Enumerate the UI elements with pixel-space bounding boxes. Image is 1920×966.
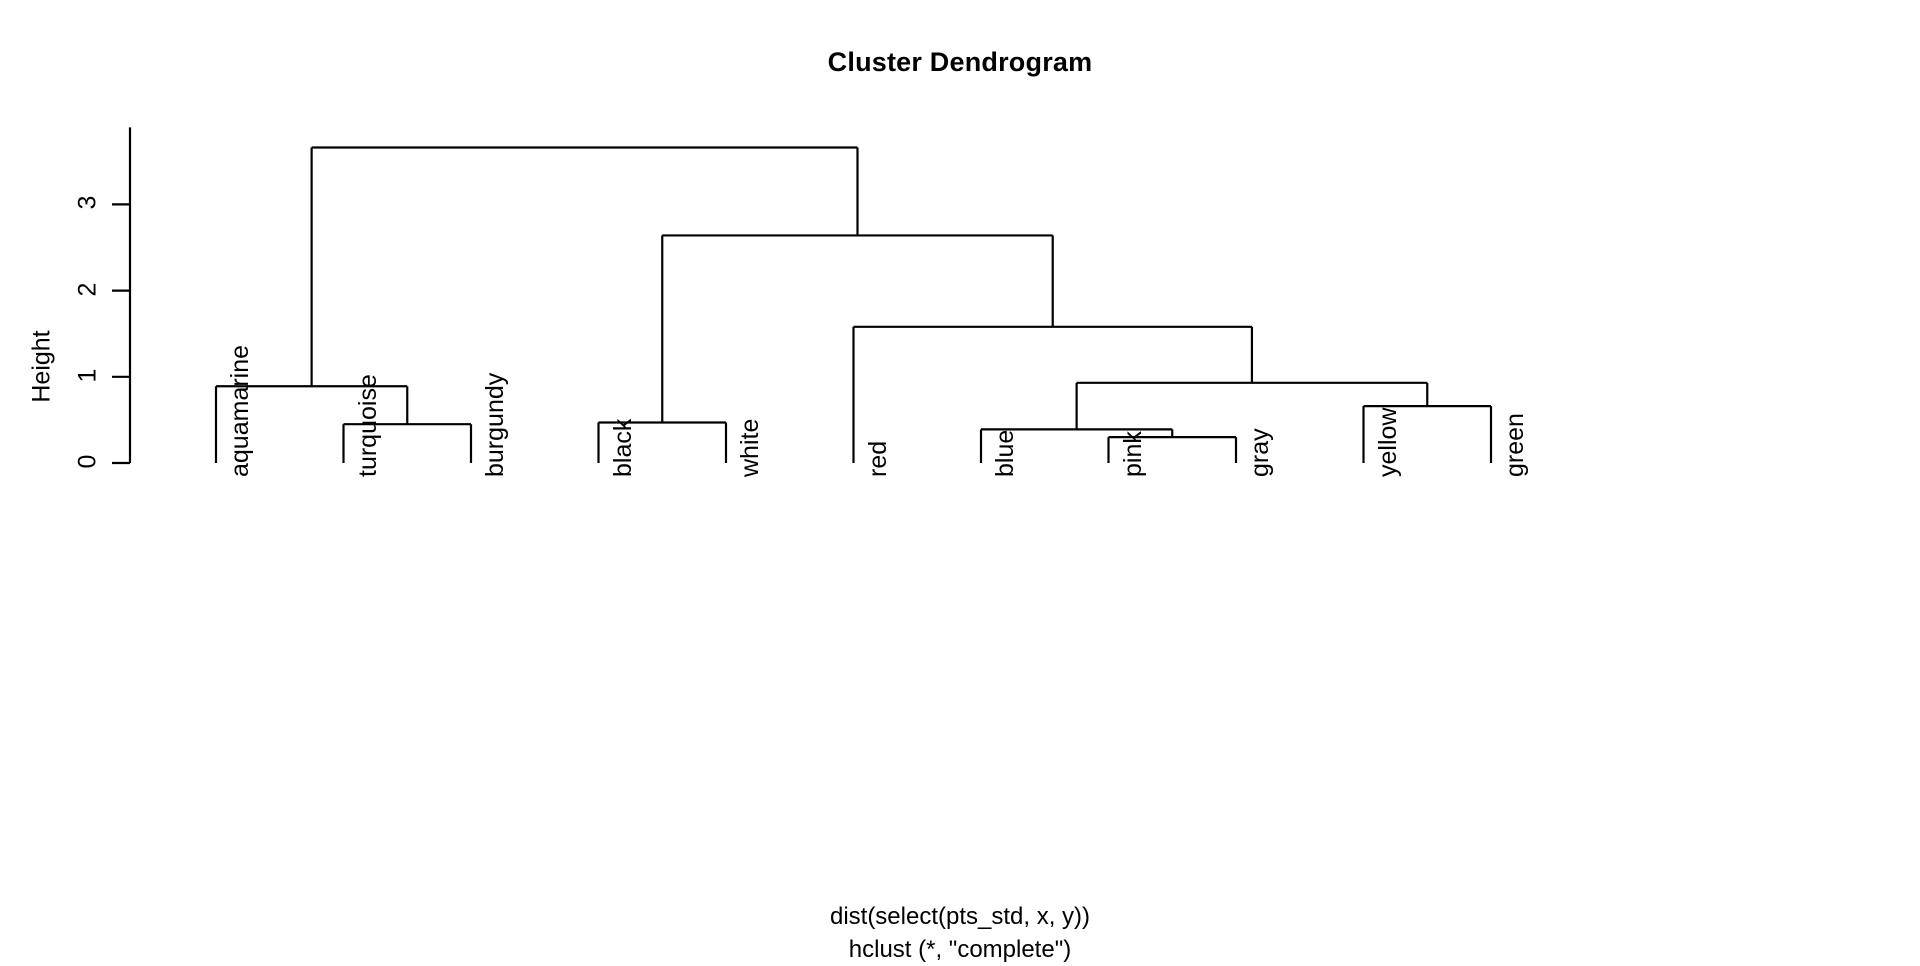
- leaf-label-blue: blue: [991, 429, 1019, 477]
- page-title: Cluster Dendrogram: [827, 47, 1093, 77]
- y-tick-label: 2: [73, 282, 102, 297]
- leaf-label-gray: gray: [1246, 428, 1274, 477]
- caption-line-2: hclust (*, "complete"): [848, 936, 1072, 963]
- dendrogram-links: [214, 146, 1493, 463]
- leaf-label-yellow: yellow: [1373, 407, 1402, 477]
- y-tick-label: 0: [73, 454, 102, 469]
- y-axis: [112, 127, 132, 465]
- y-tick-label: 1: [73, 368, 102, 383]
- leaf-label-black: black: [608, 418, 637, 477]
- caption-line-1: dist(select(pts_std, x, y)): [829, 903, 1091, 930]
- leaf-label-pink: pink: [1118, 431, 1147, 477]
- leaf-label-turquoise: turquoise: [353, 374, 382, 477]
- plot-caption: dist(select(pts_std, x, y)) hclust (*, "…: [0, 900, 1920, 966]
- leaf-label-green: green: [1501, 413, 1529, 477]
- leaf-label-white: white: [736, 418, 764, 477]
- y-tick-label: 3: [73, 195, 102, 210]
- leaf-label-burgundy: burgundy: [481, 372, 509, 477]
- leaf-label-aquamarine: aquamarine: [226, 344, 254, 477]
- leaf-label-red: red: [863, 440, 892, 477]
